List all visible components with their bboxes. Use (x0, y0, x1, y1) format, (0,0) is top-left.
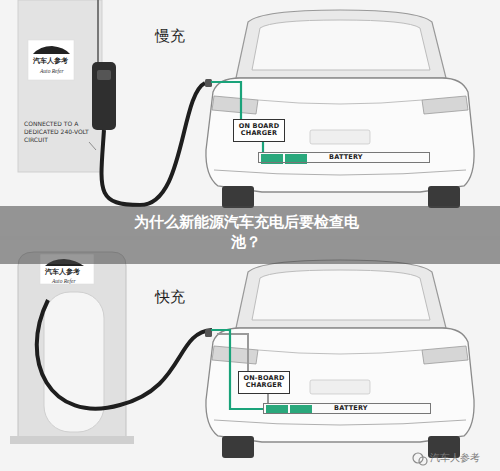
overlay-title: 为什么新能源汽车充电后要检查电池？ (120, 212, 372, 253)
callout-note: CONNECTED TO A DEDICATED 240-VOLT CIRCUI… (24, 120, 90, 143)
charger-box: ON-BOARD CHARGER (238, 371, 290, 394)
charger-box: ON BOARD CHARGER (233, 119, 285, 142)
logo-text: 汽车人参考 (33, 57, 68, 65)
panel-heading: 快充 (155, 288, 185, 308)
box-label: ON-BOARD CHARGER (241, 375, 287, 390)
box-label: ON BOARD CHARGER (236, 123, 282, 138)
logo-subtext: Auto Refer (40, 68, 64, 75)
panel-heading: 慢充 (155, 27, 185, 47)
logo-text: 汽车人参考 (45, 268, 80, 276)
box-label: BATTERY (329, 154, 425, 161)
battery-box: BATTERY (258, 152, 430, 163)
connector (267, 394, 269, 403)
watermark: 汽车人参考 (430, 451, 480, 464)
logo-subtext: Auto Refer (52, 278, 76, 285)
box-label: BATTERY (334, 405, 426, 412)
connector (262, 142, 264, 152)
battery-box: BATTERY (263, 403, 431, 414)
